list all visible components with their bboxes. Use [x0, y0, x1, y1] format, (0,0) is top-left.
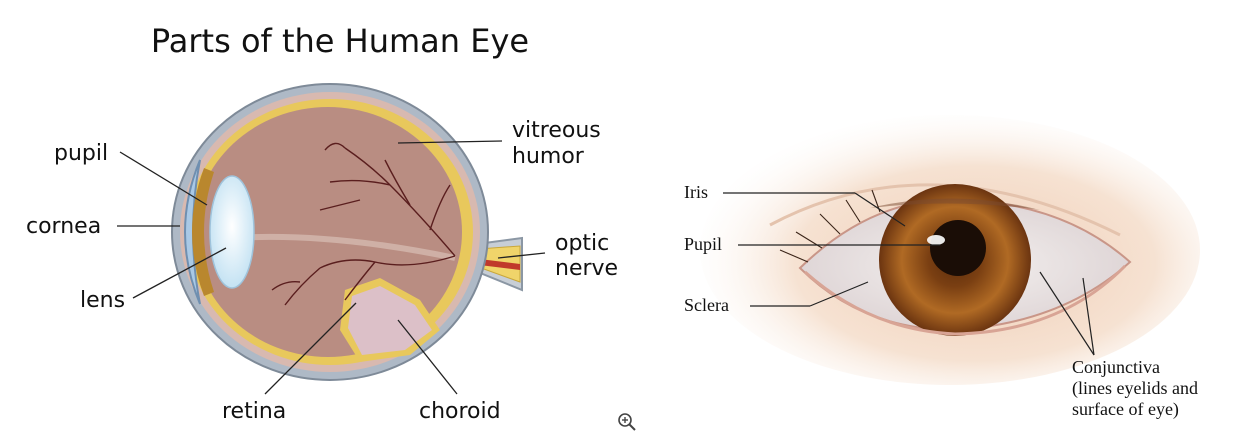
label-cornea: cornea — [26, 214, 101, 240]
label-conjunctiva-desc-1: (lines eyelids and — [1072, 378, 1198, 399]
label-iris: Iris — [684, 182, 708, 203]
label-retina: retina — [222, 399, 286, 425]
zoom-in-icon[interactable] — [616, 411, 638, 433]
label-humor: humor — [512, 144, 584, 170]
label-pupil-right: Pupil — [684, 234, 722, 255]
diagram-title: Parts of the Human Eye — [120, 22, 560, 60]
label-pupil: pupil — [54, 141, 108, 167]
label-vitreous: vitreous — [512, 118, 601, 144]
label-lens: lens — [80, 288, 125, 314]
label-choroid: choroid — [419, 399, 501, 425]
left-eye-cross-section — [172, 84, 522, 380]
label-nerve: nerve — [555, 256, 618, 282]
label-sclera: Sclera — [684, 295, 729, 316]
pupil-highlight — [927, 235, 945, 245]
lens-shape — [210, 176, 254, 288]
right-eye-front-view — [700, 115, 1200, 385]
pupil-disc — [930, 220, 986, 276]
label-conjunctiva-desc-2: surface of eye) — [1072, 399, 1179, 420]
label-conjunctiva: Conjunctiva — [1072, 357, 1160, 378]
label-optic: optic — [555, 231, 609, 257]
